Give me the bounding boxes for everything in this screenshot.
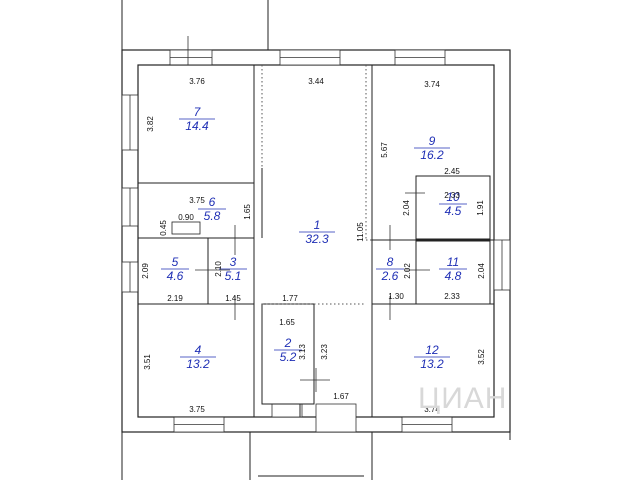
- room-3-number: 3: [230, 255, 237, 269]
- watermark: ЦИАН: [418, 382, 507, 415]
- room-9-area: 16.2: [420, 148, 444, 162]
- room-10-number: 10: [446, 190, 460, 204]
- dimension-label: 2.09: [141, 263, 150, 279]
- dimension-label: 3.51: [143, 354, 152, 370]
- room-2-number: 2: [284, 336, 292, 350]
- dimension-label: 0.45: [159, 220, 168, 236]
- dimension-label: 2.04: [402, 200, 411, 216]
- room-11-area: 4.8: [445, 269, 462, 283]
- dimension-label: 3.52: [477, 349, 486, 365]
- room-12-area: 13.2: [420, 357, 444, 371]
- room-4-area: 13.2: [186, 357, 210, 371]
- door-markers: [187, 36, 430, 392]
- room-11-number: 11: [447, 255, 459, 269]
- dimension-label: 2.10: [214, 261, 223, 277]
- room-9-number: 9: [429, 134, 436, 148]
- interior-walls: [137, 64, 495, 418]
- room-1-area: 32.3: [305, 232, 329, 246]
- dimension-label: 3.44: [308, 77, 324, 86]
- dimension-label: 2.33: [444, 292, 460, 301]
- dimension-label: 2.04: [477, 263, 486, 279]
- room-3-area: 5.1: [225, 269, 242, 283]
- open-boundaries: [261, 65, 372, 305]
- dimension-label: 3.13: [298, 344, 307, 360]
- dimension-label: 3.75: [189, 405, 205, 414]
- room-8-area: 2.6: [381, 269, 399, 283]
- room-2-area: 5.2: [280, 350, 297, 364]
- dimension-label: 1.91: [476, 200, 485, 216]
- dimension-label: 3.75: [189, 196, 205, 205]
- room-7-area: 14.4: [185, 119, 209, 133]
- dimension-label: 2.45: [444, 167, 460, 176]
- fixture: [171, 221, 201, 235]
- room-5-area: 4.6: [167, 269, 184, 283]
- room-12-number: 12: [425, 343, 439, 357]
- dimension-label: 3.76: [189, 77, 205, 86]
- dimension-label: 1.77: [282, 294, 298, 303]
- room-4-number: 4: [195, 343, 202, 357]
- dimension-label: 1.30: [388, 292, 404, 301]
- windows: [121, 49, 511, 433]
- dimension-label: 1.45: [225, 294, 241, 303]
- room-8-number: 8: [387, 255, 394, 269]
- dimension-label: 11.05: [356, 222, 365, 242]
- room-5-number: 5: [172, 255, 179, 269]
- room-6-area: 5.8: [204, 209, 221, 223]
- dimension-label: 3.23: [320, 344, 329, 360]
- dimension-label: 3.82: [146, 116, 155, 132]
- room-10-area: 4.5: [445, 204, 462, 218]
- room-6-number: 6: [209, 195, 216, 209]
- dimension-label: 0.90: [178, 213, 194, 222]
- dimension-label: 3.74: [424, 405, 440, 414]
- room-1-number: 1: [314, 218, 321, 232]
- dimension-label: 5.67: [380, 142, 389, 158]
- dimension-label: 3.74: [424, 80, 440, 89]
- room-7-number: 7: [194, 105, 202, 119]
- dimension-label: 1.65: [243, 204, 252, 220]
- dimension-label: 2.19: [167, 294, 183, 303]
- dimension-label: 2.02: [403, 263, 412, 279]
- dimension-labels: 3.76 3.44 3.74 3.82 5.67 2.45 3.75 0.90 1.65 0.45…: [141, 77, 486, 414]
- dimension-label: 2.33: [444, 191, 460, 200]
- dimension-label: 1.65: [279, 318, 295, 327]
- room-labels: 132.325.235.1413.254.665.8714.482.6916.2…: [161, 105, 467, 371]
- dimension-label: 1.67: [333, 392, 349, 401]
